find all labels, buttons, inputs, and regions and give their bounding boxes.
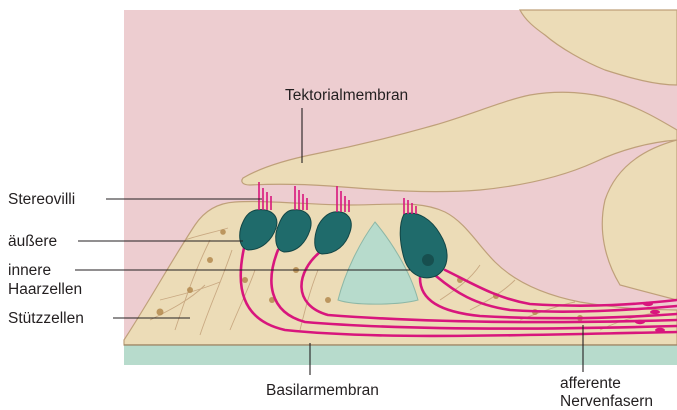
label-stereovilli: Stereovilli	[8, 191, 75, 208]
label-tektorialmembran: Tektorialmembran	[285, 87, 408, 104]
label-afferente: afferente	[560, 375, 621, 392]
label-stuetzzellen: Stützzellen	[8, 310, 84, 327]
label-nervenfasern: Nervenfasern	[560, 393, 653, 410]
label-basilarmembran: Basilarmembran	[266, 382, 379, 399]
label-aeussere: äußere	[8, 233, 57, 250]
label-haarzellen: Haarzellen	[8, 281, 82, 298]
label-innere: innere	[8, 262, 51, 279]
outer-hair-cells	[240, 210, 352, 254]
basilar-membrane-band	[124, 345, 677, 365]
inner-hair-cell-nucleus	[422, 254, 434, 266]
